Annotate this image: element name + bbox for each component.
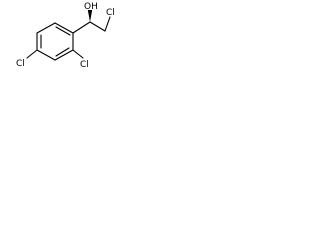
ortho-chlorine-label: Cl: [80, 60, 89, 70]
ring-bond-3: [54, 49, 74, 61]
structure-diagram: OH Cl Cl Cl: [16, 2, 115, 70]
ring-bond-6: [36, 22, 56, 34]
stereo-wedge-bond: [87, 10, 93, 22]
para-cl-bond: [26, 49, 38, 59]
ring-double-bond-2: [55, 47, 70, 57]
ortho-cl-bond: [72, 49, 84, 59]
para-chlorine-label: Cl: [16, 59, 25, 69]
ring-bond-1: [54, 22, 74, 34]
ch2-to-cl-bond: [104, 16, 111, 32]
chiral-to-ch2-bond: [89, 21, 106, 32]
ring-bond-4: [36, 49, 56, 61]
bond-lines: [26, 16, 111, 61]
ring-to-chiral-bond: [72, 21, 91, 34]
side-chain-chlorine-label: Cl: [106, 8, 115, 18]
structure-canvas: OH Cl Cl Cl: [0, 0, 125, 74]
ring-double-bond-1: [55, 26, 71, 36]
hydroxyl-label: OH: [84, 2, 98, 12]
